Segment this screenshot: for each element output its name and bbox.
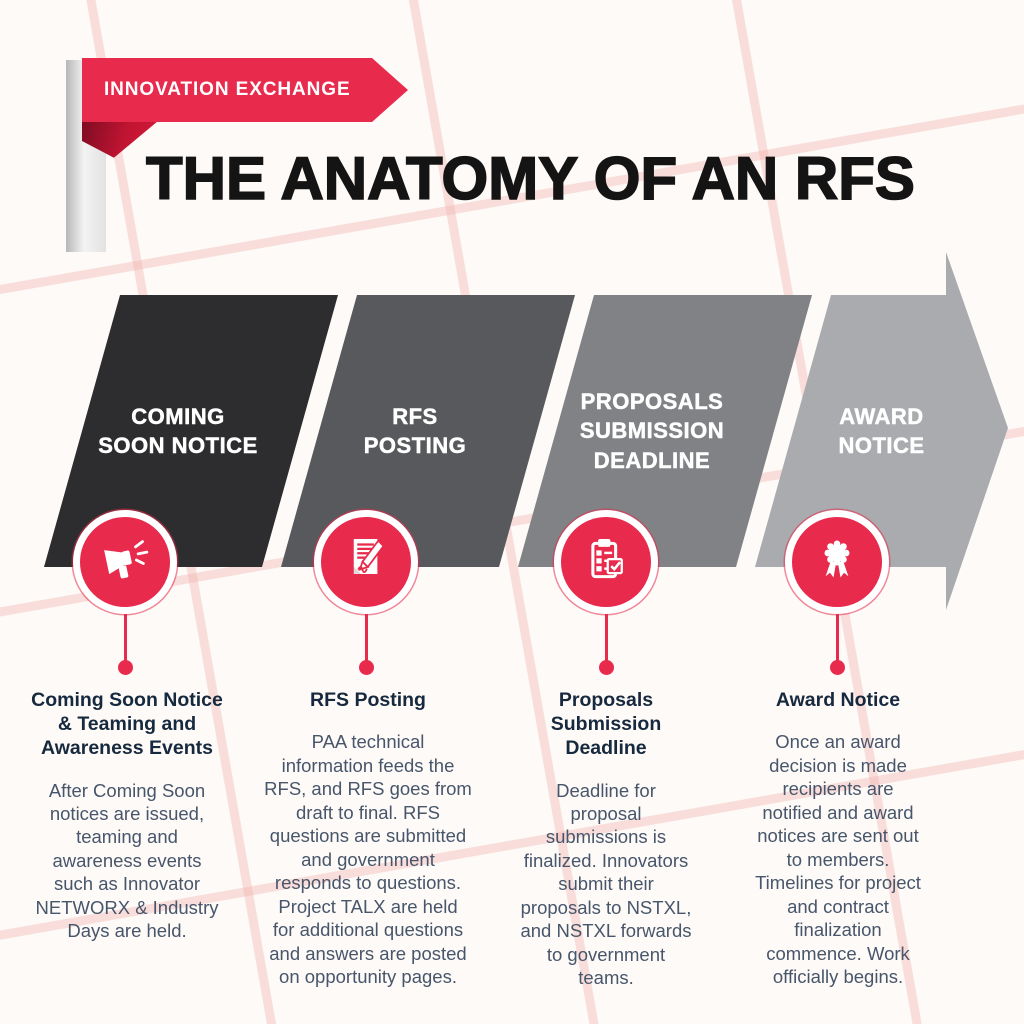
innovation-exchange-ribbon: INNOVATION EXCHANGE — [82, 58, 408, 122]
stage-description-proposals-deadline: Proposals Submission Deadline Deadline f… — [498, 688, 714, 990]
connector-dot — [359, 660, 374, 675]
megaphone-icon — [97, 532, 153, 593]
stage-heading: Award Notice — [775, 689, 901, 711]
connector-stem — [124, 610, 127, 662]
chevron-label: AWARD NOTICE — [838, 403, 925, 459]
chevron-label: COMING SOON NOTICE — [98, 403, 258, 459]
stage-body: Once an award decision is made recipient… — [755, 731, 921, 988]
checklist-clipboard-icon — [578, 532, 634, 593]
stage-heading: Coming Soon Notice & Teaming and Awarene… — [31, 689, 223, 760]
connector-dot — [599, 660, 614, 675]
stage-badge-rfs-posting — [314, 510, 418, 614]
stage-body: Deadline for proposal submissions is fin… — [520, 779, 692, 989]
stage-heading: Proposals Submission Deadline — [550, 689, 662, 760]
stage-badge-proposals-deadline — [554, 510, 658, 614]
connector-stem — [365, 610, 368, 662]
chevron-label: PROPOSALS SUBMISSION DEADLINE — [579, 389, 725, 473]
stage-heading: RFS Posting — [310, 689, 426, 711]
connector-stem — [605, 610, 608, 662]
connector-dot — [830, 660, 845, 675]
stage-badge-coming-soon — [73, 510, 177, 614]
award-ribbon-icon — [809, 532, 865, 593]
stage-badge-award-notice — [785, 510, 889, 614]
stage-body: PAA technical information feeds the RFS,… — [264, 731, 472, 988]
page-title: THE ANATOMY OF AN RFS — [145, 144, 916, 213]
ribbon-label: INNOVATION EXCHANGE — [104, 79, 351, 100]
stage-description-rfs-posting: RFS Posting PAA technical information fe… — [240, 688, 496, 989]
chevron-label: RFS POSTING — [363, 403, 467, 459]
connector-dot — [118, 660, 133, 675]
stage-body: After Coming Soon notices are issued, te… — [35, 779, 219, 942]
signed-document-icon — [338, 532, 394, 593]
connector-stem — [836, 610, 839, 662]
stage-description-coming-soon: Coming Soon Notice & Teaming and Awarene… — [7, 688, 247, 943]
stage-description-award-notice: Award Notice Once an award decision is m… — [726, 688, 950, 989]
